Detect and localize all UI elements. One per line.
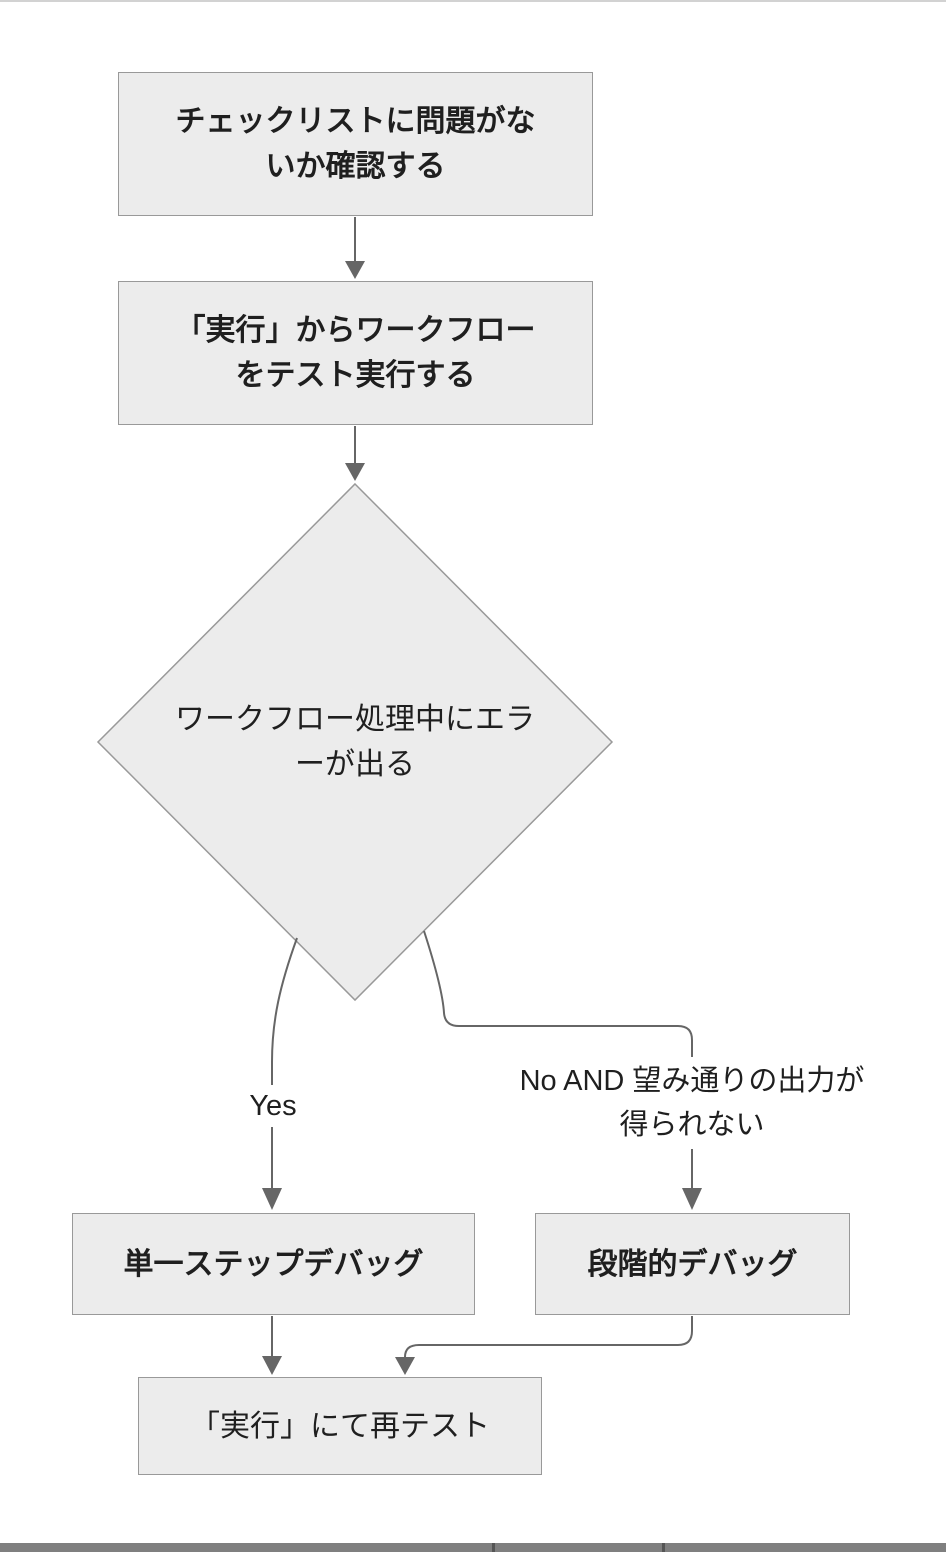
- edge-label-no-line2: 得られない: [619, 1109, 765, 1141]
- top-border-line: [0, 0, 946, 2]
- node-single-step-debug: 単一ステップデバッグ: [72, 1213, 475, 1315]
- node-singlestep-line1: 単一ステップデバッグ: [123, 1247, 424, 1281]
- node-staged-line1: 段階的デバッグ: [587, 1247, 798, 1281]
- edge-label-no-and: No AND 望み通りの出力が 得られない: [500, 1057, 884, 1149]
- decision-diamond-shape: [96, 482, 614, 1002]
- node-runtest-line1: 「実行」からワークフロー: [175, 314, 536, 347]
- bottom-window-edge: [0, 1543, 946, 1552]
- arrowhead-check-to-runtest: [345, 261, 365, 279]
- node-run-workflow-test: 「実行」からワークフロー をテスト実行する: [118, 281, 593, 425]
- bottom-edge-tick: [492, 1543, 495, 1552]
- arrowhead-staged-to-retest: [395, 1357, 415, 1375]
- node-retest-line1: 「実行」にて再テスト: [190, 1409, 490, 1443]
- node-retest: 「実行」にて再テスト: [138, 1377, 542, 1475]
- node-check-checklist: チェックリストに問題がな いか確認する: [118, 72, 593, 216]
- node-decision-line2: ーが出る: [295, 748, 415, 781]
- edge-label-yes: Yes: [236, 1085, 310, 1127]
- node-check-line2: いか確認する: [265, 150, 446, 183]
- node-check-line1: チェックリストに問題がな: [175, 105, 536, 138]
- bottom-edge-tick: [662, 1543, 665, 1552]
- arrowhead-runtest-to-decision: [345, 463, 365, 481]
- node-staged-debug: 段階的デバッグ: [535, 1213, 850, 1315]
- edge-decision-no: [423, 930, 693, 1188]
- edge-staged-to-retest: [404, 1316, 693, 1358]
- edge-decision-yes: [271, 937, 298, 1188]
- arrowhead-decision-yes: [262, 1188, 282, 1210]
- node-runtest-line2: をテスト実行する: [235, 359, 476, 392]
- arrowhead-decision-no: [682, 1188, 702, 1210]
- edge-label-no-line1: No AND 望み通りの出力が: [519, 1065, 865, 1097]
- edge-label-yes-text: Yes: [249, 1090, 297, 1122]
- node-decision-line1: ワークフロー処理中にエラ: [175, 703, 535, 736]
- arrowhead-singlestep-to-retest: [262, 1356, 282, 1375]
- node-decision-error-occurs: ワークフロー処理中にエラ ーが出る: [98, 484, 612, 1000]
